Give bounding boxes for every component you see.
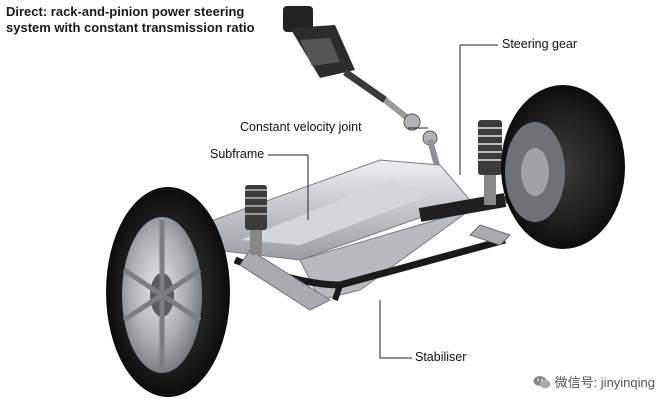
leader-lines xyxy=(268,44,498,359)
leader-stabiliser xyxy=(379,300,412,359)
watermark-text: 微信号: jinyinqing xyxy=(554,375,655,390)
subframe xyxy=(199,159,471,301)
label-cv-joint: Constant velocity joint xyxy=(240,120,362,134)
right-strut xyxy=(478,120,502,205)
left-wheel xyxy=(106,187,230,397)
title-line-1: Direct: rack-and-pinion power steering xyxy=(6,4,245,19)
label-steering-gear: Steering gear xyxy=(502,37,578,51)
diagram-title: Direct: rack-and-pinion power steering s… xyxy=(6,4,255,36)
watermark: 微信号: jinyinqing xyxy=(533,372,655,391)
left-strut xyxy=(245,185,267,255)
lower-arms xyxy=(239,224,511,311)
label-stabiliser: Stabiliser xyxy=(415,350,467,364)
title-line-2: system with constant transmission ratio xyxy=(6,20,255,35)
label-subframe: Subframe xyxy=(210,147,265,161)
right-wheel xyxy=(501,85,625,249)
wechat-icon xyxy=(533,375,551,388)
